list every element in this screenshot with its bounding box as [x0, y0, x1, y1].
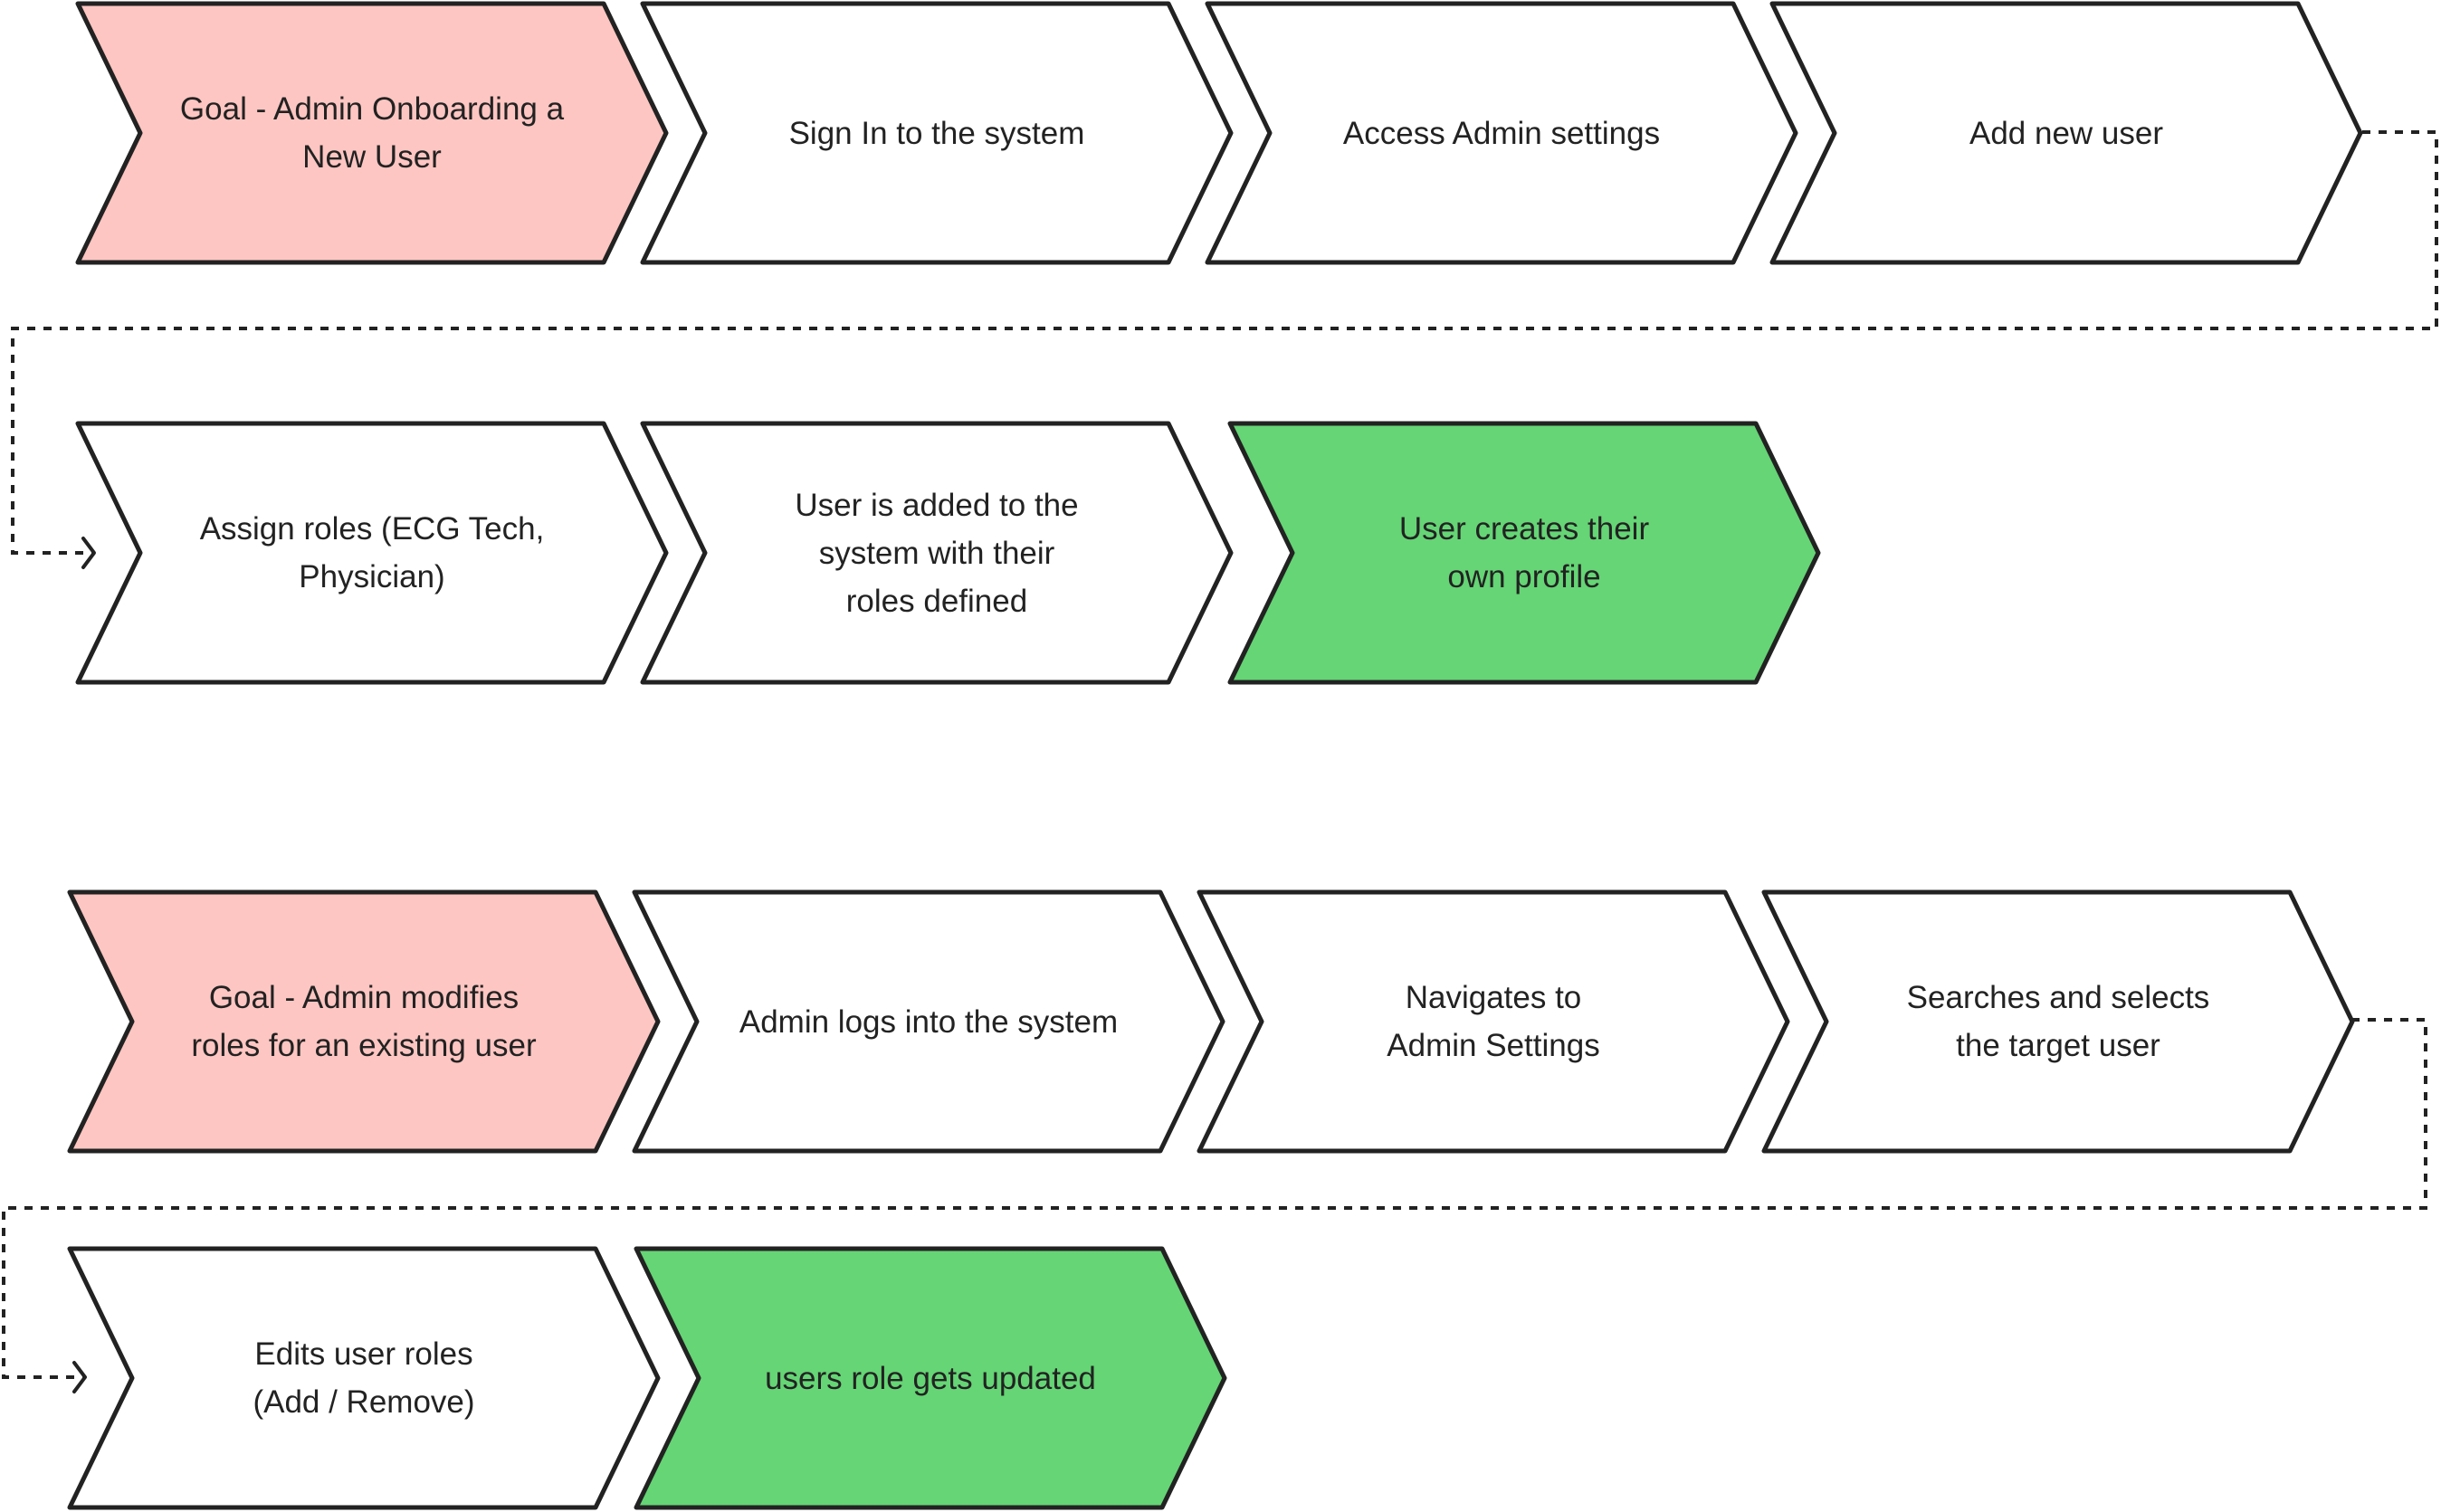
step-label-line: Add new user [1969, 115, 2164, 151]
step-label-line: Navigates to [1405, 980, 1582, 1015]
step-label-line: Physician) [299, 559, 445, 594]
step-label-line: User creates their [1398, 511, 1650, 547]
chevron-step-shape[interactable] [1197, 889, 1790, 1154]
step-label-line: Searches and selects [1906, 980, 2210, 1015]
arrowhead-icon [81, 537, 96, 569]
step-label-line: own profile [1447, 559, 1601, 594]
chevron-step-shape[interactable] [67, 1246, 661, 1510]
step-label-line: Goal - Admin modifies [208, 980, 520, 1015]
chevron-step-shape[interactable] [640, 421, 1234, 685]
step-label-line: (Add / Remove) [253, 1384, 475, 1420]
step-step-label: Assign roles (ECG Tech, Physician) [140, 423, 604, 682]
chevron-step-shape[interactable] [75, 421, 669, 685]
step-label-line: Admin Settings [1387, 1028, 1600, 1063]
step-step-label: User is added to the system with their rol… [705, 423, 1168, 682]
step-goal-label: Goal - Admin Onboarding a New User [140, 4, 604, 262]
step-label-line: New User [302, 139, 442, 175]
step-label-line: roles defined [845, 583, 1028, 619]
step-label-line: User is added to the [795, 487, 1079, 523]
step-step-label: Admin logs into the system [697, 892, 1160, 1151]
chevron-outcome-shape[interactable] [634, 1246, 1227, 1510]
chevron-goal-shape[interactable] [75, 1, 669, 265]
step-label-line: Admin logs into the system [739, 1003, 1119, 1040]
step-label-line: Goal - Admin Onboarding a [179, 91, 565, 127]
step-step-label: Access Admin settings [1270, 4, 1733, 262]
step-step-label: Edits user roles (Add / Remove) [132, 1249, 596, 1507]
step-label-line: system with their [818, 535, 1055, 571]
chevron-outcome-shape[interactable] [1227, 421, 1821, 685]
step-outcome-label: User creates their own profile [1292, 423, 1756, 682]
chevron-step-shape[interactable] [1761, 889, 2355, 1154]
chevron-step-shape[interactable] [632, 889, 1225, 1154]
step-label-line: Edits user roles [254, 1336, 473, 1372]
dashed-connector [2, 1018, 2427, 1379]
step-step-label: Searches and selects the target user [1826, 892, 2290, 1151]
step-step-label: Sign In to the system [705, 4, 1168, 262]
step-step-label: Add new user [1835, 4, 2298, 262]
step-label-line: the target user [1956, 1028, 2160, 1063]
step-label-line: Assign roles (ECG Tech, [199, 511, 545, 547]
step-goal-label: Goal - Admin modifies roles for an existi… [132, 892, 596, 1151]
arrowhead-icon [72, 1361, 87, 1393]
chevron-step-shape[interactable] [640, 1, 1234, 265]
step-step-label: Navigates to Admin Settings [1262, 892, 1725, 1151]
step-label-line: roles for an existing user [191, 1028, 537, 1063]
step-outcome-label: users role gets updated [699, 1249, 1162, 1507]
step-label-line: Access Admin settings [1342, 115, 1661, 151]
step-label-line: Sign In to the system [788, 115, 1085, 151]
dashed-connector [11, 130, 2438, 555]
chevron-goal-shape[interactable] [67, 889, 661, 1154]
chevron-step-shape[interactable] [1205, 1, 1798, 265]
step-label-line: users role gets updated [765, 1360, 1096, 1396]
chevron-step-shape[interactable] [1769, 1, 2363, 265]
